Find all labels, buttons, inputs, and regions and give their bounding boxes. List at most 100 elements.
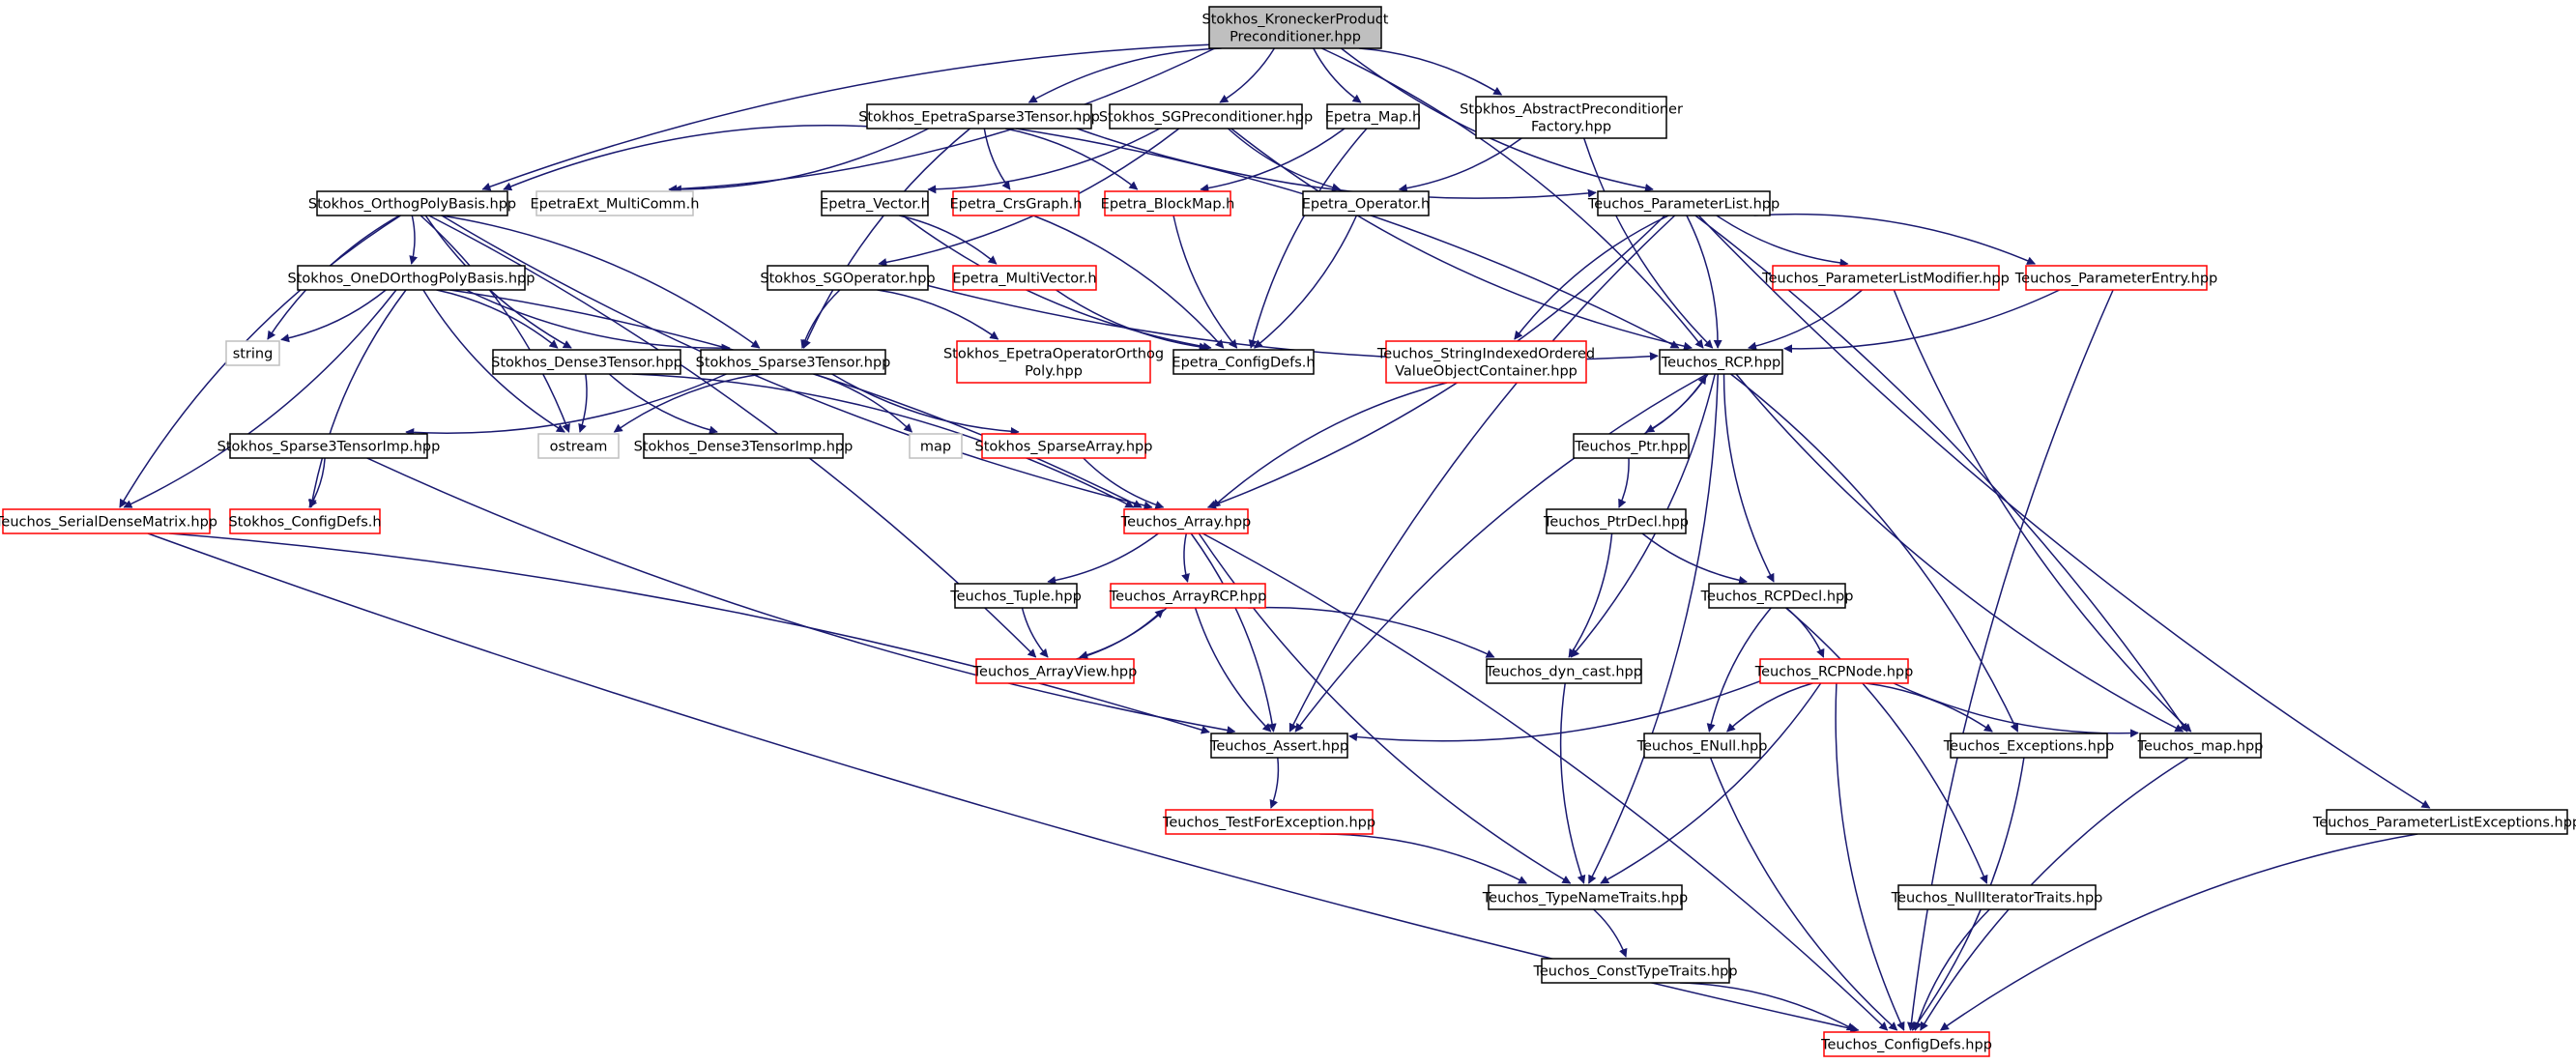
node-label-paramlist: Teuchos_ParameterList.hpp <box>1587 197 1780 213</box>
node-epetramap[interactable]: Epetra_Map.h <box>1325 103 1421 129</box>
node-multicomm[interactable]: EpetraExt_MultiComm.h <box>531 190 700 216</box>
node-root[interactable]: Stokhos_KroneckerProductPreconditioner.h… <box>1202 6 1389 49</box>
edge-epetravector-to-configdefs_e <box>902 215 1212 352</box>
node-box-rcpdecl <box>1708 583 1846 609</box>
node-label-epetramap: Epetra_Map.h <box>1325 110 1421 126</box>
node-serialdense[interactable]: Teuchos_SerialDenseMatrix.hpp <box>0 508 217 534</box>
node-label-sparse3imp: Stokhos_Sparse3TensorImp.hpp <box>217 440 441 455</box>
node-epetraop[interactable]: Epetra_Operator.h <box>1302 190 1430 216</box>
edge-tuple-to-arrayview <box>1021 607 1049 658</box>
node-box-sparse3imp <box>229 433 428 459</box>
node-stringidx[interactable]: Teuchos_StringIndexedOrderedValueObjectC… <box>1376 340 1595 384</box>
node-arrayview[interactable]: Teuchos_ArrayView.hpp <box>972 658 1138 684</box>
edge-dense3-to-dense3imp <box>608 373 718 435</box>
node-typename[interactable]: Teuchos_TypeNameTraits.hpp <box>1482 884 1688 910</box>
node-paramlist[interactable]: Teuchos_ParameterList.hpp <box>1587 190 1780 216</box>
node-string[interactable]: string <box>225 340 280 366</box>
edge-root-to-epetrasparse3 <box>1028 47 1222 103</box>
node-box-configdefs_e <box>1172 349 1315 375</box>
edge-rcp-to-ptr <box>1645 373 1709 433</box>
node-box-configdefs_t <box>1823 1031 1990 1057</box>
node-label-stringidx: ValueObjectContainer.hpp <box>1395 364 1577 380</box>
edge-typename-to-consttype <box>1593 908 1628 958</box>
node-exceptions[interactable]: Teuchos_Exceptions.hpp <box>1943 733 2114 759</box>
node-plmodifier[interactable]: Teuchos_ParameterListModifier.hpp <box>1761 265 2010 291</box>
node-epetrasparse3[interactable]: Stokhos_EpetraSparse3Tensor.hpp <box>858 103 1100 129</box>
node-label-rcpnode: Teuchos_RCPNode.hpp <box>1754 665 1914 680</box>
node-label-string: string <box>233 347 274 362</box>
node-array[interactable]: Teuchos_Array.hpp <box>1120 508 1252 534</box>
edge-array-to-configdefs_t <box>1201 532 1889 1031</box>
edge-sparse3-to-map <box>813 373 913 433</box>
node-ostream[interactable]: ostream <box>537 433 620 459</box>
node-box-arrayrcp <box>1110 583 1266 609</box>
node-box-map <box>909 433 963 459</box>
node-sparse3[interactable]: Stokhos_Sparse3Tensor.hpp <box>696 349 891 375</box>
edge-rcp-to-rcpdecl <box>1722 373 1775 583</box>
node-sgprecond[interactable]: Stokhos_SGPreconditioner.hpp <box>1099 103 1313 129</box>
node-label-sparsearray: Stokhos_SparseArray.hpp <box>975 440 1153 455</box>
node-box-ptr <box>1573 433 1690 459</box>
node-dyncast[interactable]: Teuchos_dyn_cast.hpp <box>1485 658 1642 684</box>
edge-paramlist-to-tmap <box>1694 215 2188 733</box>
node-box-rcpnode <box>1759 658 1909 684</box>
node-oned[interactable]: Stokhos_OneDOrthogPolyBasis.hpp <box>288 265 535 291</box>
edge-nulliter-to-configdefs_t <box>1913 908 1990 1031</box>
node-multivector[interactable]: Epetra_MultiVector.h <box>952 265 1097 291</box>
node-label-orthopoly: Stokhos_OrthogPolyBasis.hpp <box>308 197 516 213</box>
node-box-oned <box>297 265 526 291</box>
node-sgoperator[interactable]: Stokhos_SGOperator.hpp <box>760 265 936 291</box>
node-dense3imp[interactable]: Stokhos_Dense3TensorImp.hpp <box>634 433 854 459</box>
node-nulliter[interactable]: Teuchos_NullIteratorTraits.hpp <box>1891 884 2103 910</box>
node-rcp[interactable]: Teuchos_RCP.hpp <box>1659 349 1783 375</box>
node-crsgraph[interactable]: Epetra_CrsGraph.h <box>950 190 1083 216</box>
edge-root-to-sgprecond <box>1219 47 1276 103</box>
node-ptrdecl[interactable]: Teuchos_PtrDecl.hpp <box>1543 508 1689 534</box>
node-box-ostream <box>537 433 620 459</box>
node-label-tuple: Teuchos_Tuple.hpp <box>949 590 1082 605</box>
node-rcpdecl[interactable]: Teuchos_RCPDecl.hpp <box>1700 583 1854 609</box>
edge-rcp-to-typename <box>1588 373 1720 884</box>
node-sparse3imp[interactable]: Stokhos_Sparse3TensorImp.hpp <box>217 433 441 459</box>
node-box-sgoperator <box>767 265 929 291</box>
edge-arrayrcp-to-dyncast <box>1248 606 1495 658</box>
node-consttype[interactable]: Teuchos_ConstTypeTraits.hpp <box>1532 958 1738 984</box>
edge-testforexc-to-typename <box>1319 833 1528 884</box>
edge-paramlist-to-stringidx <box>1514 215 1669 340</box>
node-epetravector[interactable]: Epetra_Vector.h <box>820 190 930 216</box>
node-configdefs_t[interactable]: Teuchos_ConfigDefs.hpp <box>1820 1031 1992 1057</box>
node-blockmap[interactable]: Epetra_BlockMap.h <box>1101 190 1235 216</box>
node-enull[interactable]: Teuchos_ENull.hpp <box>1636 733 1768 759</box>
edge-oned-to-serialdense <box>123 289 397 508</box>
node-sparsearray[interactable]: Stokhos_SparseArray.hpp <box>975 433 1153 459</box>
edge-epetrasparse3-to-orthopoly <box>503 125 901 191</box>
node-dense3[interactable]: Stokhos_Dense3Tensor.hpp <box>491 349 682 375</box>
node-label-ostream: ostream <box>550 440 608 455</box>
node-configdefs_e[interactable]: Epetra_ConfigDefs.h <box>1172 349 1316 375</box>
node-paramentry[interactable]: Teuchos_ParameterEntry.hpp <box>2014 265 2218 291</box>
edge-oned-to-configdefs_s <box>307 289 407 508</box>
node-assert[interactable]: Teuchos_Assert.hpp <box>1209 733 1348 759</box>
edge-enull-to-configdefs_t <box>1709 757 1898 1031</box>
node-plexceptions[interactable]: Teuchos_ParameterListExceptions.hpp <box>2312 809 2576 835</box>
node-ptr[interactable]: Teuchos_Ptr.hpp <box>1573 433 1690 459</box>
node-tuple[interactable]: Teuchos_Tuple.hpp <box>949 583 1082 609</box>
edge-sparse3-to-sparse3imp <box>405 373 727 437</box>
node-label-epetravector: Epetra_Vector.h <box>820 197 930 213</box>
node-tmap[interactable]: Teuchos_map.hpp <box>2137 733 2264 759</box>
edge-orthopoly-to-ostream <box>420 215 570 433</box>
edge-array-to-assert <box>1190 532 1277 733</box>
edge-ptrdecl-to-rcpdecl <box>1641 532 1748 585</box>
node-label-multicomm: EpetraExt_MultiComm.h <box>531 197 700 213</box>
node-configdefs_s[interactable]: Stokhos_ConfigDefs.h <box>228 508 382 534</box>
node-box-epetraop <box>1302 190 1430 216</box>
node-label-nulliter: Teuchos_NullIteratorTraits.hpp <box>1891 891 2103 906</box>
edge-abstractprecond-to-rcp <box>1582 137 1714 349</box>
node-rcpnode[interactable]: Teuchos_RCPNode.hpp <box>1754 658 1914 684</box>
node-orthopoly[interactable]: Stokhos_OrthogPolyBasis.hpp <box>308 190 516 216</box>
node-abstractprecond[interactable]: Stokhos_AbstractPreconditionerFactory.hp… <box>1460 96 1683 139</box>
node-testforexc[interactable]: Teuchos_TestForException.hpp <box>1162 809 1375 835</box>
node-map[interactable]: map <box>909 433 963 459</box>
node-arrayrcp[interactable]: Teuchos_ArrayRCP.hpp <box>1109 583 1267 609</box>
